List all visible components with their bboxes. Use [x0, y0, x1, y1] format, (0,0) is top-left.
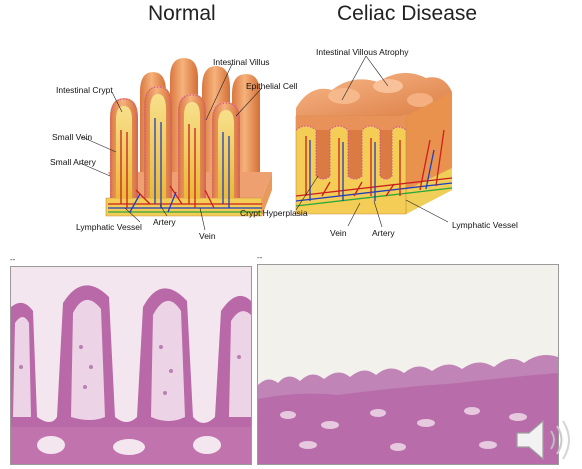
label-epithelial-cell: Epithelial Cell: [246, 81, 298, 91]
intestine-diagrams: [79, 55, 453, 231]
celiac-crypts: [296, 116, 406, 179]
normal-front-villi: [110, 86, 240, 198]
label-villous-atrophy: Intestinal Villous Atrophy: [316, 47, 409, 57]
heading-celiac: Celiac Disease: [337, 2, 478, 25]
normal-vessels: [108, 118, 262, 213]
label-small-vein: Small Vein: [52, 132, 93, 142]
celiac-vessels: [295, 129, 453, 207]
celiac-leaders: [295, 55, 449, 228]
normal-leaders: [79, 63, 263, 231]
label-lymphatic-vessel-normal: Lymphatic Vessel: [76, 222, 142, 232]
speaker-icon[interactable]: [513, 415, 579, 465]
label-small-artery: Small Artery: [50, 157, 96, 167]
micrograph-normal-tick: --: [10, 255, 16, 264]
normal-tissue-block: [79, 58, 272, 231]
label-crypt-hyperplasia: Crypt Hyperplasia: [240, 208, 308, 218]
label-intestinal-crypt: Intestinal Crypt: [56, 85, 113, 95]
micrograph-celiac: [257, 264, 559, 465]
micrograph-normal: [10, 266, 252, 465]
label-lymphatic-vessel-celiac: Lymphatic Vessel: [452, 220, 518, 230]
celiac-tissue-block: [295, 55, 453, 228]
label-artery-normal: Artery: [153, 217, 176, 227]
label-vein-normal: Vein: [199, 231, 216, 241]
label-artery-celiac: Artery: [372, 228, 395, 238]
label-vein-celiac: Vein: [330, 228, 347, 238]
heading-normal: Normal: [148, 2, 216, 25]
label-intestinal-villus: Intestinal Villus: [213, 57, 270, 67]
micrograph-celiac-tick: --: [257, 253, 263, 262]
